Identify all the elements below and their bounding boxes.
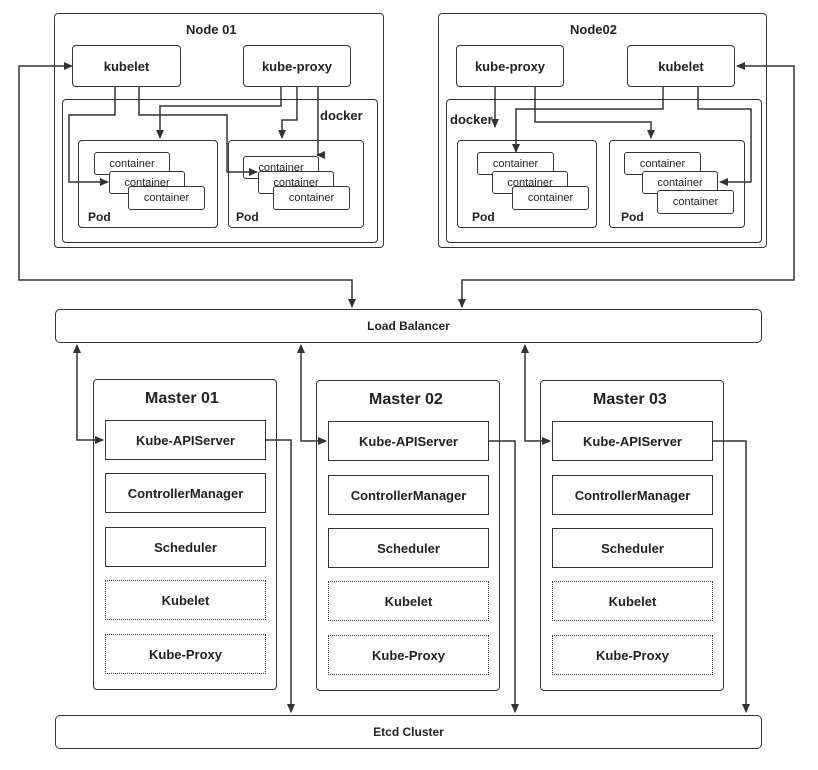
node01-title: Node 01 <box>186 22 237 37</box>
node02-kube-proxy: kube-proxy <box>456 45 564 87</box>
master02-kubelet: Kubelet <box>328 581 489 621</box>
node02-pod1-label: Pod <box>472 210 495 224</box>
node02-pod2-container-3: container <box>657 190 734 214</box>
master01-kube-proxy: Kube-Proxy <box>105 634 266 674</box>
node01-kube-proxy: kube-proxy <box>243 45 351 87</box>
node01-pod2-container-3: container <box>273 186 350 210</box>
node01-kubelet: kubelet <box>72 45 181 87</box>
node02-title: Node02 <box>570 22 617 37</box>
master03-kubelet: Kubelet <box>552 581 713 621</box>
etcd-cluster: Etcd Cluster <box>55 715 762 749</box>
node02-pod2-label: Pod <box>621 210 644 224</box>
master02-scheduler: Scheduler <box>328 528 489 568</box>
master03-controller-manager: ControllerManager <box>552 475 713 515</box>
master02-kube-proxy: Kube-Proxy <box>328 635 489 675</box>
master02-title: Master 02 <box>369 391 443 408</box>
master03-kube-apiserver: Kube-APIServer <box>552 421 713 461</box>
master03-title: Master 03 <box>593 391 667 408</box>
node01-pod1-container-3: container <box>128 186 205 210</box>
node01-pod2-label: Pod <box>236 210 259 224</box>
master01-title: Master 01 <box>145 390 219 407</box>
master02-controller-manager: ControllerManager <box>328 475 489 515</box>
node01-docker-label: docker <box>320 108 363 123</box>
master01-kube-apiserver: Kube-APIServer <box>105 420 266 460</box>
master02-kube-apiserver: Kube-APIServer <box>328 421 489 461</box>
master01-controller-manager: ControllerManager <box>105 473 266 513</box>
master03-scheduler: Scheduler <box>552 528 713 568</box>
master03-kube-proxy: Kube-Proxy <box>552 635 713 675</box>
load-balancer: Load Balancer <box>55 309 762 343</box>
master01-kubelet: Kubelet <box>105 580 266 620</box>
node02-docker-label: docker <box>450 112 493 127</box>
node02-pod1-container-3: container <box>512 186 589 210</box>
node01-pod1-label: Pod <box>88 210 111 224</box>
node02-kubelet: kubelet <box>627 45 735 87</box>
master01-scheduler: Scheduler <box>105 527 266 567</box>
